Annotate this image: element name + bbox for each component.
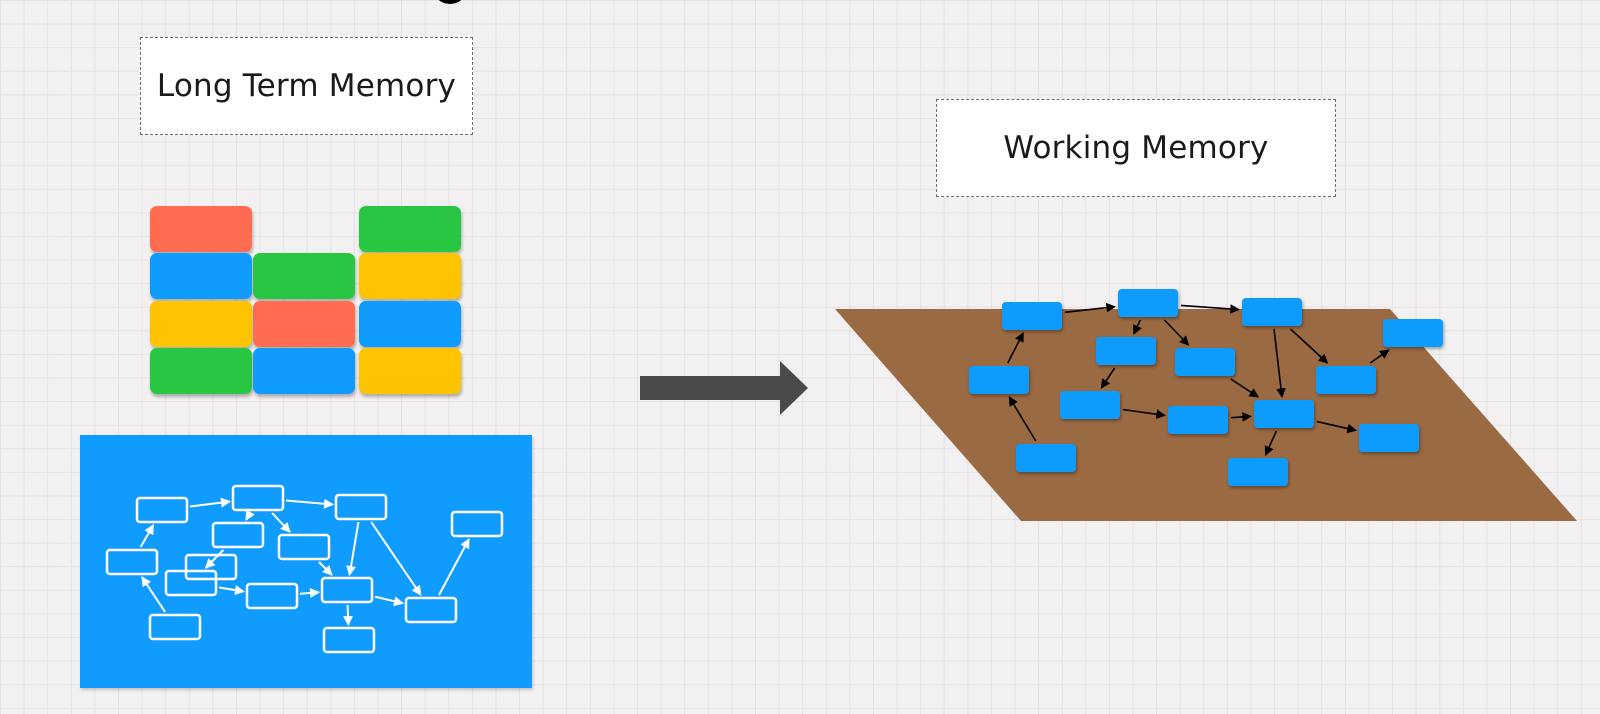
graph-node	[135, 496, 189, 524]
working-memory-label: Working Memory	[936, 99, 1336, 197]
graph-edge	[1230, 412, 1252, 422]
graph-node	[1383, 319, 1443, 347]
graph-edge	[1008, 396, 1037, 442]
graph-edge	[1264, 430, 1278, 456]
graph-node	[1016, 444, 1076, 472]
graph-node	[1316, 366, 1376, 394]
graph-node	[245, 582, 299, 610]
graph-edge	[218, 585, 245, 596]
graph-edge	[1133, 319, 1142, 335]
graph-edge	[374, 595, 404, 607]
knowledge-graph-panel	[80, 435, 532, 688]
memory-block-blue	[359, 301, 461, 347]
graph-edge	[1316, 420, 1357, 434]
graph-edge	[1163, 319, 1190, 346]
memory-block-yellow	[359, 253, 461, 299]
graph-node	[1060, 391, 1120, 419]
graph-node	[450, 510, 504, 538]
graph-node	[1168, 406, 1228, 434]
graph-node	[1175, 348, 1235, 376]
working-memory-text: Working Memory	[1003, 130, 1269, 166]
graph-edge	[370, 521, 422, 596]
graph-node	[164, 569, 218, 597]
graph-edge	[343, 604, 354, 626]
graph-edge	[285, 498, 334, 509]
graph-node	[184, 553, 238, 581]
graph-node	[1254, 400, 1314, 428]
graph-node	[105, 548, 159, 576]
graph-edge	[1273, 328, 1286, 398]
graph-edge	[1369, 349, 1390, 364]
memory-block-red	[150, 206, 252, 252]
arrow-right-icon	[640, 361, 808, 415]
graph-edge	[1064, 302, 1116, 314]
graph-edge	[141, 576, 166, 613]
graph-node	[277, 533, 331, 561]
graph-edge	[1230, 378, 1259, 398]
graph-edge	[271, 512, 291, 533]
graph-node	[211, 521, 265, 549]
graph-node	[231, 484, 285, 512]
graph-edge	[1289, 328, 1329, 364]
graph-node	[969, 366, 1029, 394]
graph-node	[1359, 424, 1419, 452]
memory-block-green	[253, 253, 355, 299]
graph-edge	[346, 521, 360, 576]
memory-block-red	[253, 301, 355, 347]
memory-block-blue	[150, 253, 252, 299]
memory-block-yellow	[150, 301, 252, 347]
graph-node	[1096, 337, 1156, 365]
graph-edge	[139, 524, 155, 548]
top-partial-shape	[432, 0, 468, 4]
memory-block-blue	[253, 348, 355, 394]
graph-edge	[1100, 367, 1116, 389]
graph-edge	[204, 549, 225, 569]
graph-node	[320, 576, 374, 604]
graph-node	[404, 596, 458, 624]
graph-edge	[245, 509, 255, 521]
graph-node	[1228, 458, 1288, 486]
graph-node	[148, 613, 202, 641]
graph-edge	[438, 538, 470, 596]
graph-node	[334, 493, 388, 521]
graph-edge	[1122, 408, 1166, 419]
knowledge-graph	[105, 484, 504, 654]
graph-edge	[189, 497, 231, 508]
graph-edge	[1180, 304, 1240, 314]
graph-node	[322, 626, 376, 654]
graph-node	[1242, 298, 1302, 326]
memory-block-green	[150, 348, 252, 394]
long-term-memory-label: Long Term Memory	[140, 37, 473, 135]
long-term-memory-text: Long Term Memory	[156, 68, 457, 104]
graph-edge	[318, 561, 333, 576]
memory-block-yellow	[359, 348, 461, 394]
graph-node	[1118, 289, 1178, 317]
memory-block-green	[359, 206, 461, 252]
graph-node	[1002, 302, 1062, 330]
graph-edge	[1007, 332, 1024, 364]
graph-edge	[299, 587, 320, 598]
